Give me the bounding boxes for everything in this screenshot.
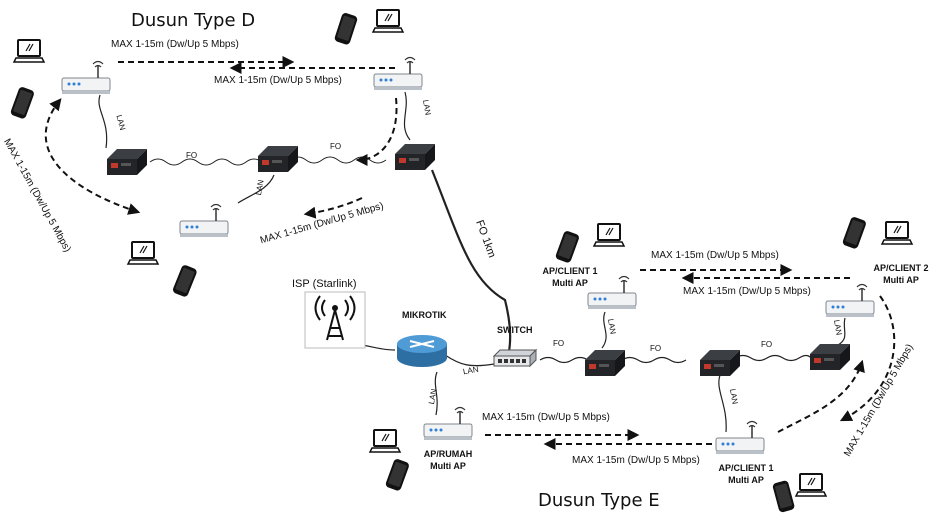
multi-ap-label: Multi AP [883,275,919,285]
media-converter-icon [810,344,850,370]
ap-client-1-label: AP/CLIENT 1 [718,463,774,473]
router-icon [179,203,229,238]
wifi-range-label: MAX 1-15m (Dw/Up 5 Mbps) [651,250,779,261]
phone-icon [384,458,411,492]
ap-client-1-caption: AP/CLIENT 1 Multi AP [536,265,604,289]
title-dusun-e: Dusun Type E [538,490,660,511]
mikrotik-label: MIKROTIK [402,310,447,320]
router-icon [373,56,423,91]
switch-label: SWITCH [497,325,533,335]
ap-client-1-label: AP/CLIENT 1 [542,266,598,276]
fo-label: FO [330,142,342,151]
laptop-icon [881,221,913,245]
ap-client-2-caption: AP/CLIENT 2 Multi AP [868,262,933,286]
wifi-range-label: MAX 1-15m (Dw/Up 5 Mbps) [683,286,811,297]
laptop-icon [372,9,404,33]
laptop-icon [13,39,45,63]
title-dusun-d: Dusun Type D [131,10,256,31]
cables-dusun-d [98,91,512,357]
fo-label: FO [553,339,565,348]
wifi-range-label: MAX 1-15m (Dw/Up 5 Mbps) [572,455,700,466]
phone-icon [171,264,198,298]
phone-icon [841,216,868,250]
wifi-range-label: MAX 1-15m (Dw/Up 5 Mbps) [482,412,610,423]
router-icon [825,283,875,318]
wifi-range-label: MAX 1-15m (Dw/Up 5 Mbps) [214,75,342,86]
multi-ap-label: Multi AP [728,475,764,485]
ap-rumah-label: AP/RUMAH [423,449,473,459]
multi-ap-label: Multi AP [552,278,588,288]
router-icon [715,420,765,455]
ap-client-1-caption: AP/CLIENT 1 Multi AP [712,462,780,486]
fo-label: FO [761,340,773,349]
ap-client-2-label: AP/CLIENT 2 [873,263,929,273]
media-converter-icon [395,144,435,170]
phone-icon [554,230,581,264]
phone-icon [9,86,36,120]
switch-icon [492,348,538,368]
laptop-icon [593,223,625,247]
fo-label: FO [186,151,198,160]
laptop-icon [369,429,401,453]
ap-rumah-caption: AP/RUMAH Multi AP [416,448,480,472]
media-converter-icon [258,146,298,172]
wifi-arrows-dusun-d [44,56,398,219]
wifi-arrows-dusun-e [485,264,896,450]
tower-icon [304,291,366,349]
multi-ap-label: Multi AP [430,461,466,471]
wifi-range-label: MAX 1-15m (Dw/Up 5 Mbps) [111,39,239,50]
media-converter-icon [585,350,625,376]
mikrotik-router-icon [397,335,447,367]
laptop-icon [795,473,827,497]
isp-label: ISP (Starlink) [292,278,357,290]
router-icon [61,60,111,95]
router-icon [423,406,473,441]
media-converter-icon [107,149,147,175]
media-converter-icon [700,350,740,376]
laptop-icon [127,241,159,265]
phone-icon [333,12,359,46]
fo-label: FO [650,344,662,353]
